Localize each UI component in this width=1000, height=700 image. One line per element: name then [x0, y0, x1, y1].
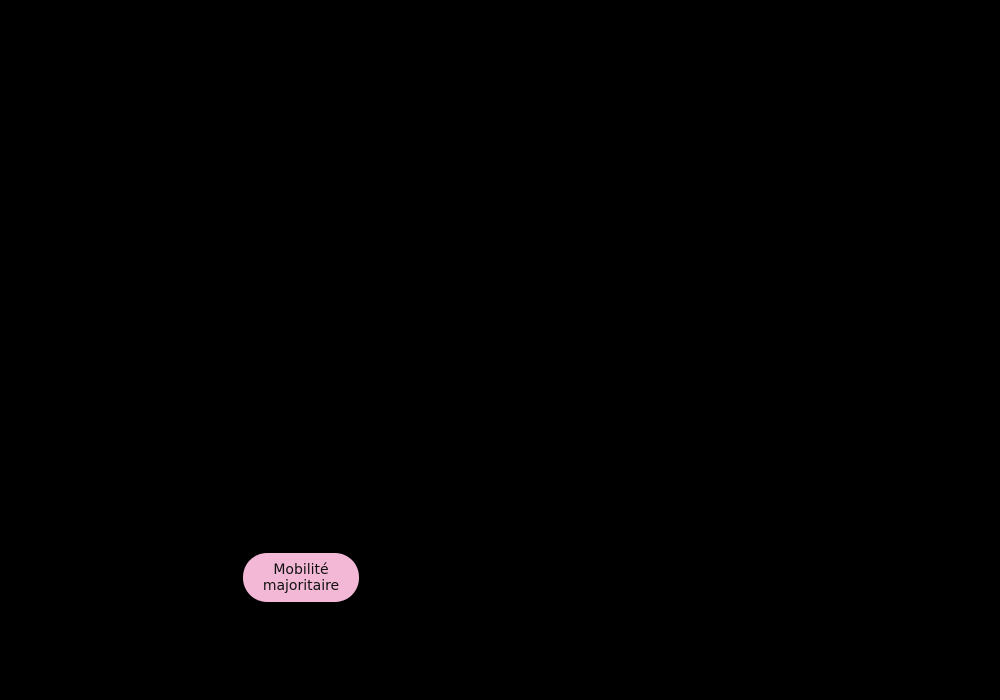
node-label: Mobilité majoritaire: [262, 561, 340, 594]
node-mobilite-majoritaire[interactable]: Mobilité majoritaire: [243, 553, 359, 602]
